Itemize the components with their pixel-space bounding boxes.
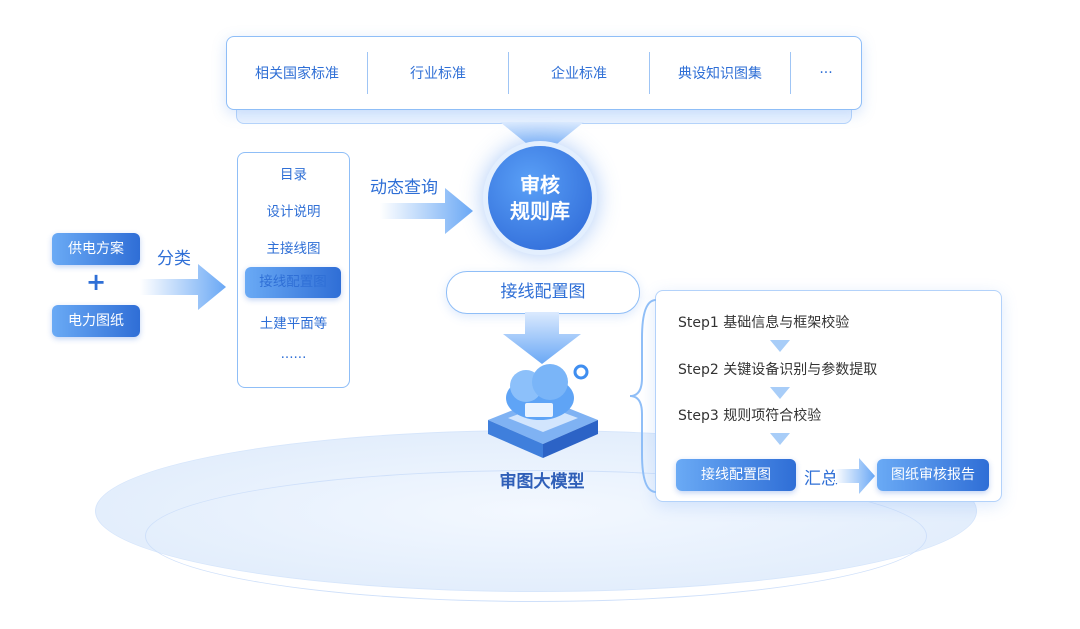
standard-enterprise[interactable]: 企业标准 (551, 66, 607, 82)
down-arrow-icon (770, 433, 790, 445)
step-3: Step3 规则项符合校验 (678, 408, 822, 424)
standard-typical-atlas[interactable]: 典设知识图集 (678, 66, 762, 82)
model-label: 审图大模型 (499, 472, 585, 492)
selected-drawing-pill[interactable]: 接线配置图 (446, 271, 640, 314)
down-arrow-icon (500, 122, 584, 156)
category-item[interactable]: 目录 (280, 167, 307, 183)
plus-icon: + (86, 268, 107, 296)
standard-more[interactable]: ··· (819, 65, 833, 81)
result-input-button[interactable]: 接线配置图 (676, 459, 796, 491)
standard-national[interactable]: 相关国家标准 (255, 66, 339, 82)
platform-ring (145, 470, 927, 602)
step-2: Step2 关键设备识别与参数提取 (678, 362, 878, 378)
standard-industry[interactable]: 行业标准 (410, 66, 466, 82)
review-report-button[interactable]: 图纸审核报告 (877, 459, 989, 491)
rule-library-line1: 审核 (520, 173, 560, 197)
rule-library[interactable]: 审核 规则库 (488, 146, 592, 250)
input-drawings[interactable]: 电力图纸 (52, 305, 140, 337)
classify-label: 分类 (157, 249, 191, 269)
bracket-icon (629, 299, 657, 493)
step-1: Step1 基础信息与框架校验 (678, 315, 850, 331)
summary-label: 汇总 (804, 469, 838, 489)
category-item[interactable]: 设计说明 (266, 204, 321, 220)
cloud-model-icon (488, 364, 598, 458)
rule-library-line2: 规则库 (510, 199, 570, 223)
down-arrow-icon (770, 340, 790, 352)
standards-bar: 相关国家标准 行业标准 企业标准 典设知识图集 ··· (226, 36, 862, 110)
right-arrow-icon (380, 188, 473, 234)
input-power-plan[interactable]: 供电方案 (52, 233, 140, 265)
divider (790, 52, 791, 94)
divider (649, 52, 650, 94)
down-arrow-icon (503, 312, 581, 364)
right-arrow-icon (140, 264, 226, 310)
category-item[interactable]: 土建平面等 (259, 316, 328, 332)
category-item[interactable]: 主接线图 (266, 241, 321, 257)
right-arrow-icon (835, 458, 875, 494)
category-item-selected[interactable]: 接线配置图 (245, 267, 341, 298)
category-list: 目录 设计说明 主接线图 接线配置图 土建平面等 ······ (237, 152, 350, 388)
divider (508, 52, 509, 94)
query-label: 动态查询 (370, 178, 438, 198)
down-arrow-icon (770, 387, 790, 399)
category-item-more[interactable]: ······ (280, 350, 307, 366)
divider (367, 52, 368, 94)
